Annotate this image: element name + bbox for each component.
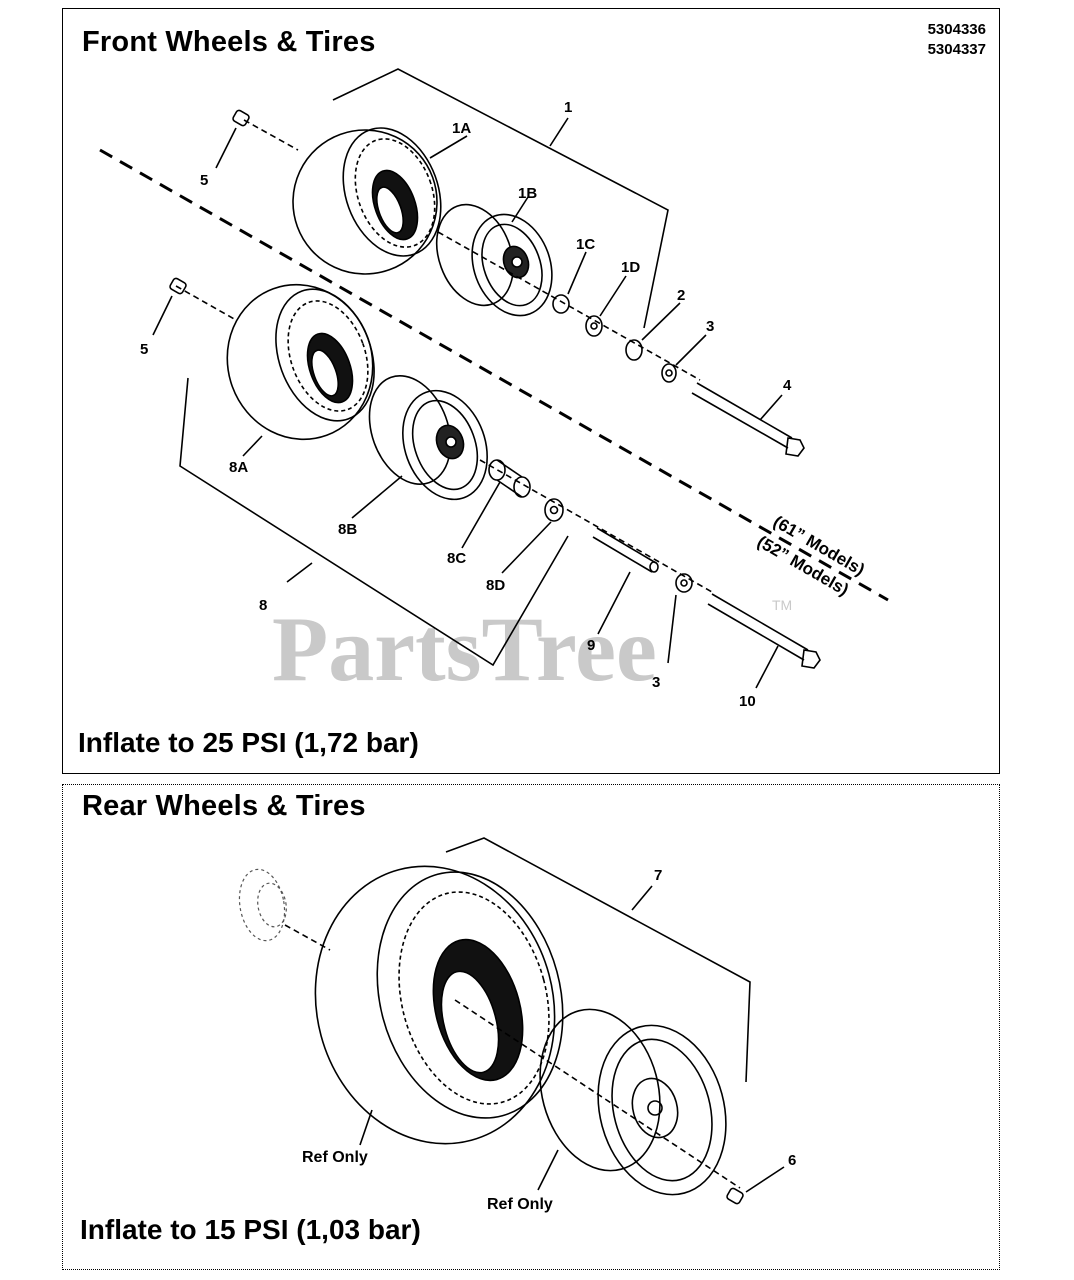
callout-1b: 1B [518,185,537,202]
model-divider-line [99,148,889,602]
part-numbers: 5304336 5304337 [840,20,986,60]
callout-8d: 8D [486,577,505,594]
washer-3-upper [661,363,677,383]
tire-1a [292,127,442,275]
callout-8b: 8B [338,521,357,538]
callout-8c: 8C [447,550,466,567]
front-title: Front Wheels & Tires [82,26,376,58]
bracket-1 [332,68,669,329]
callout-1c: 1C [576,236,595,253]
ref-only-rim: Ref Only [487,1196,553,1213]
callout-6: 6 [788,1152,796,1169]
front-inflate-note: Inflate to 25 PSI (1,72 bar) [78,727,419,758]
bolt-10 [707,593,821,669]
spacer-2 [625,339,643,361]
callout-2: 2 [677,287,685,304]
part-number-2: 5304337 [927,41,986,58]
washer-3-lower [675,573,693,593]
watermark: PartsTree [272,598,657,700]
callout-1: 1 [564,99,572,116]
bracket-7 [445,837,751,1083]
callout-5-lower: 5 [140,341,148,358]
rim-1b [435,203,553,317]
callout-3-upper: 3 [706,318,714,335]
nut-5-lower [169,277,187,295]
rear-inflate-note: Inflate to 15 PSI (1,03 bar) [80,1214,421,1245]
bushing-1c [552,294,570,314]
callout-10: 10 [739,693,756,710]
callout-9: 9 [587,637,595,654]
spacer-9 [592,527,659,573]
nut-5-upper [232,109,250,127]
rear-wheels-panel [62,784,1000,1270]
front-wheels-panel [62,8,1000,774]
callout-4: 4 [783,377,792,394]
callout-7: 7 [654,867,662,884]
callout-1a: 1A [452,120,471,137]
tire-8a [226,283,375,441]
callout-8a: 8A [229,459,248,476]
tire-rear [314,865,564,1145]
bracket-8 [179,377,569,667]
rim-rear [539,1008,727,1196]
washer-8d [544,498,564,522]
part-number-1: 5304336 [927,21,986,38]
watermark-tm: TM [772,597,792,613]
callout-1d: 1D [621,259,640,276]
ref-only-tire: Ref Only [302,1149,368,1166]
bolt-4 [691,382,805,457]
washer-1d [585,315,603,337]
nut-6 [726,1187,744,1205]
callout-8: 8 [259,597,267,614]
rim-8b [368,374,488,501]
callout-3-lower: 3 [652,674,660,691]
rear-title: Rear Wheels & Tires [82,790,366,822]
bearing-8c [488,459,531,498]
callout-5-upper: 5 [200,172,208,189]
hub-ref [238,868,287,942]
